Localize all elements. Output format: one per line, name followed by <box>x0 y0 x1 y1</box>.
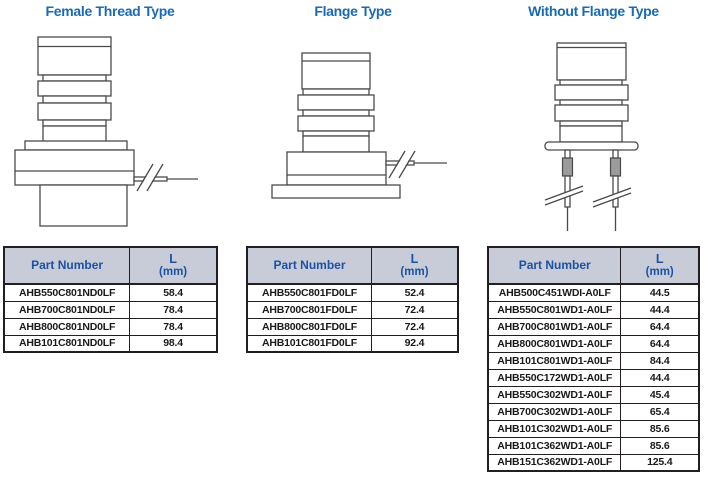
part-number-column-header: Part Number <box>487 246 622 285</box>
length-header-unit: (mm) <box>159 266 188 279</box>
length-cell: 98.4 <box>129 334 218 353</box>
section-title-flange-type: Flange Type <box>314 3 392 19</box>
part-number-cell: AHB550C172WD1-A0LF <box>487 368 622 387</box>
length-header-symbol: L <box>169 252 177 267</box>
part-number-cell: AHB550C801FD0LF <box>246 283 372 302</box>
length-cell: 64.4 <box>620 317 700 336</box>
transducer-body <box>271 151 401 199</box>
length-cell: 85.6 <box>620 436 700 455</box>
base-plate <box>544 141 639 151</box>
part-number-cell: AHB800C801FD0LF <box>246 317 372 336</box>
length-cell: 84.4 <box>620 351 700 370</box>
length-column-header: L (mm) <box>129 246 218 285</box>
length-cell: 92.4 <box>370 334 459 353</box>
part-number-cell: AHB151C362WD1-A0LF <box>487 453 622 472</box>
without-flange-transducer-drawing-icon <box>544 42 639 231</box>
length-header-unit: (mm) <box>400 266 429 279</box>
length-cell: 64.4 <box>620 334 700 353</box>
part-number-cell: AHB800C801ND0LF <box>3 317 131 336</box>
length-cell: 52.4 <box>370 283 459 302</box>
part-number-cell: AHB550C302WD1-A0LF <box>487 385 622 404</box>
table-header-row: Part Number L (mm) <box>487 246 700 285</box>
horn-stack <box>37 36 112 144</box>
part-number-column-header: Part Number <box>3 246 131 285</box>
length-header-unit: (mm) <box>645 266 674 279</box>
wire-break-icon <box>592 187 632 208</box>
section-title-without-flange-type: Without Flange Type <box>528 3 659 19</box>
transducer-body <box>14 140 135 227</box>
length-cell: 72.4 <box>370 300 459 319</box>
table-header-row: Part Number L (mm) <box>246 246 459 285</box>
part-number-cell: AHB500C451WDI-A0LF <box>487 283 622 302</box>
lead-sleeve <box>561 157 574 177</box>
part-number-cell: AHB550C801WD1-A0LF <box>487 300 622 319</box>
flange-transducer-drawing-icon <box>271 52 447 199</box>
part-number-cell: AHB700C801ND0LF <box>3 300 131 319</box>
length-cell: 58.4 <box>129 283 218 302</box>
length-cell: 44.5 <box>620 283 700 302</box>
length-cell: 85.6 <box>620 419 700 438</box>
part-number-cell: AHB101C362WD1-A0LF <box>487 436 622 455</box>
part-number-cell: AHB101C302WD1-A0LF <box>487 419 622 438</box>
horn-stack <box>297 52 375 153</box>
part-number-column-header: Part Number <box>246 246 372 285</box>
part-number-cell: AHB550C801ND0LF <box>3 283 131 302</box>
length-cell: 44.4 <box>620 300 700 319</box>
female-thread-transducer-drawing-icon <box>14 36 198 227</box>
lead-sleeve <box>609 157 622 177</box>
length-cell: 78.4 <box>129 300 218 319</box>
wire-break-icon <box>136 162 164 193</box>
length-cell: 65.4 <box>620 402 700 421</box>
part-number-cell: AHB101C801WD1-A0LF <box>487 351 622 370</box>
part-number-cell: AHB700C801WD1-A0LF <box>487 317 622 336</box>
length-column-header: L (mm) <box>370 246 459 285</box>
length-column-header: L (mm) <box>620 246 700 285</box>
length-cell: 45.4 <box>620 385 700 404</box>
length-cell: 125.4 <box>620 453 700 472</box>
length-cell: 72.4 <box>370 317 459 336</box>
length-cell: 78.4 <box>129 317 218 336</box>
length-header-symbol: L <box>655 252 664 267</box>
part-number-cell: AHB700C302WD1-A0LF <box>487 402 622 421</box>
table-header-row: Part Number L (mm) <box>3 246 218 285</box>
part-number-cell: AHB800C801WD1-A0LF <box>487 334 622 353</box>
length-cell: 44.4 <box>620 368 700 387</box>
lead-wire <box>385 160 447 166</box>
part-number-cell: AHB101C801FD0LF <box>246 334 372 353</box>
wire-break-icon <box>388 149 416 180</box>
horn-stack <box>554 42 629 143</box>
length-header-symbol: L <box>410 252 419 267</box>
wire-break-icon <box>544 185 584 206</box>
part-number-cell: AHB700C801FD0LF <box>246 300 372 319</box>
section-title-female-thread-type: Female Thread Type <box>45 3 175 19</box>
part-number-cell: AHB101C801ND0LF <box>3 334 131 353</box>
